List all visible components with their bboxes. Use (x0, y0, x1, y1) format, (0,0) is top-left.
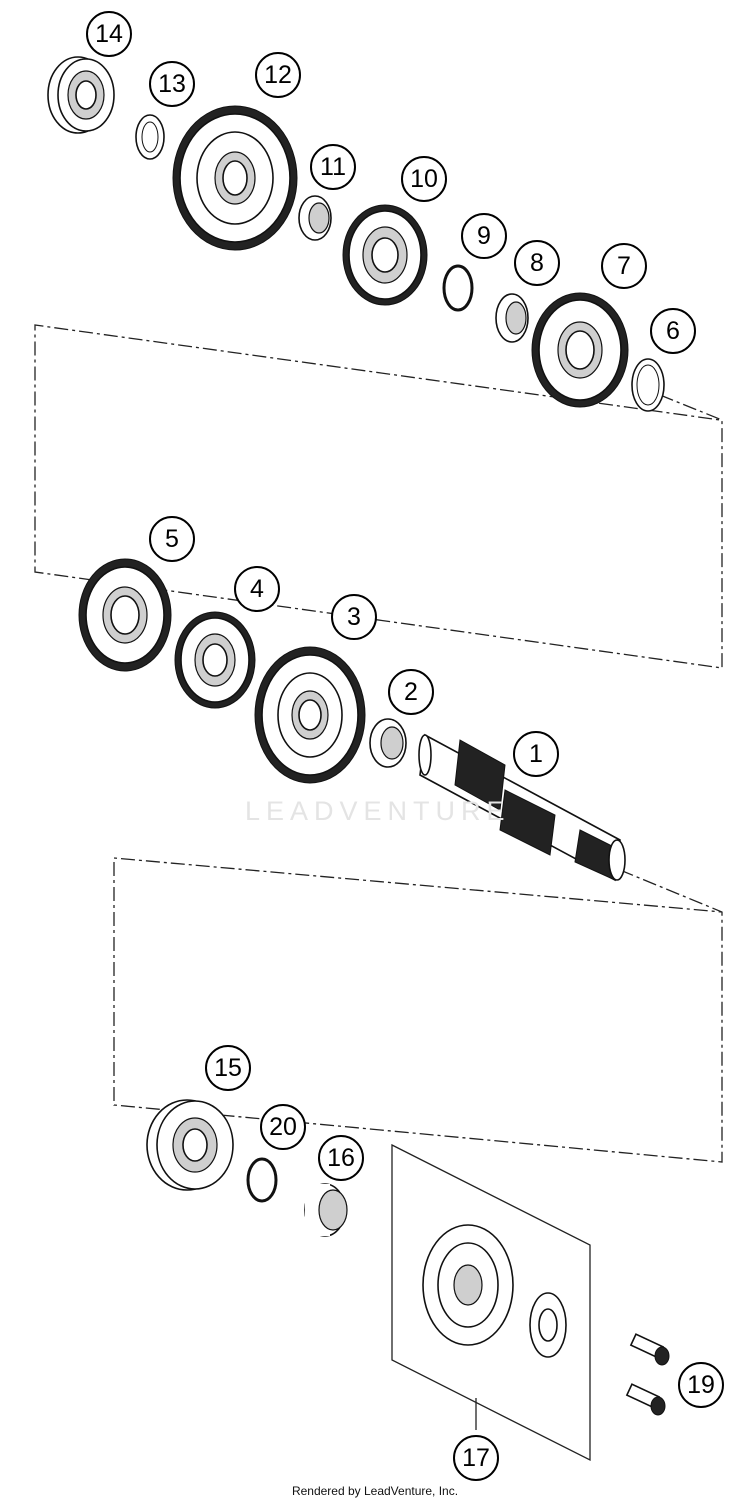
part-17-sprocket (422, 1224, 514, 1346)
svg-text:16: 16 (327, 1144, 355, 1172)
part-3-gear (254, 646, 366, 784)
svg-text:10: 10 (410, 165, 438, 193)
svg-text:12: 12 (264, 61, 292, 89)
svg-text:13: 13 (158, 70, 186, 98)
part-14-bearing (47, 56, 115, 134)
callout-14: 14 (86, 11, 132, 57)
callout-9: 9 (461, 213, 507, 259)
svg-text:7: 7 (617, 252, 631, 280)
callout-17: 17 (453, 1435, 499, 1481)
callout-19: 19 (678, 1362, 724, 1408)
callout-15: 15 (205, 1045, 251, 1091)
callout-20: 20 (260, 1104, 306, 1150)
svg-text:17: 17 (462, 1444, 490, 1472)
part-5-gear (78, 558, 172, 672)
svg-text:15: 15 (214, 1054, 242, 1082)
part-4-gear (174, 611, 256, 709)
callout-16: 16 (318, 1135, 364, 1181)
svg-text:20: 20 (269, 1113, 297, 1141)
callout-10: 10 (401, 156, 447, 202)
assembly-line-lower (113, 857, 723, 1163)
part-12-gear (172, 105, 298, 251)
svg-text:2: 2 (404, 678, 418, 706)
svg-text:4: 4 (250, 575, 264, 603)
callout-7: 7 (601, 243, 647, 289)
part-17-lock-plate (529, 1292, 567, 1358)
footer-credit: Rendered by LeadVenture, Inc. (291, 1484, 459, 1498)
callout-2: 2 (388, 669, 434, 715)
svg-text:14: 14 (95, 20, 123, 48)
svg-text:11: 11 (320, 153, 346, 181)
part-10-gear (342, 204, 428, 306)
assembly-line-upper (34, 324, 723, 669)
part-8-bushing (495, 293, 529, 343)
callout-1: 1 (513, 731, 559, 777)
part-20-circlip (246, 1157, 278, 1203)
svg-text:19: 19 (687, 1371, 715, 1399)
svg-text:1: 1 (529, 740, 543, 768)
svg-text:5: 5 (165, 525, 179, 553)
watermark: LEADVENTURE (245, 796, 511, 826)
part-1-shaft (418, 733, 626, 882)
svg-text:8: 8 (530, 249, 544, 277)
part-13-washer (135, 114, 165, 160)
svg-text:6: 6 (666, 317, 680, 345)
part-16-bushing (304, 1183, 348, 1237)
callout-4: 4 (234, 566, 280, 612)
part-2-bushing (369, 718, 407, 768)
part-6-washer (631, 358, 665, 412)
callout-6: 6 (650, 308, 696, 354)
callout-8: 8 (514, 240, 560, 286)
sprocket-frame (391, 1143, 591, 1462)
callout-13: 13 (149, 61, 195, 107)
part-15-bearing (146, 1099, 234, 1191)
part-11-bushing (298, 195, 332, 241)
callout-11: 11 (310, 144, 356, 190)
svg-text:9: 9 (477, 222, 491, 250)
part-7-gear (531, 292, 629, 408)
callout-5: 5 (149, 516, 195, 562)
part-19-bolts (625, 1333, 670, 1416)
callout-12: 12 (255, 52, 301, 98)
callout-3: 3 (331, 594, 377, 640)
svg-text:3: 3 (347, 603, 361, 631)
part-9-circlip (442, 264, 474, 312)
